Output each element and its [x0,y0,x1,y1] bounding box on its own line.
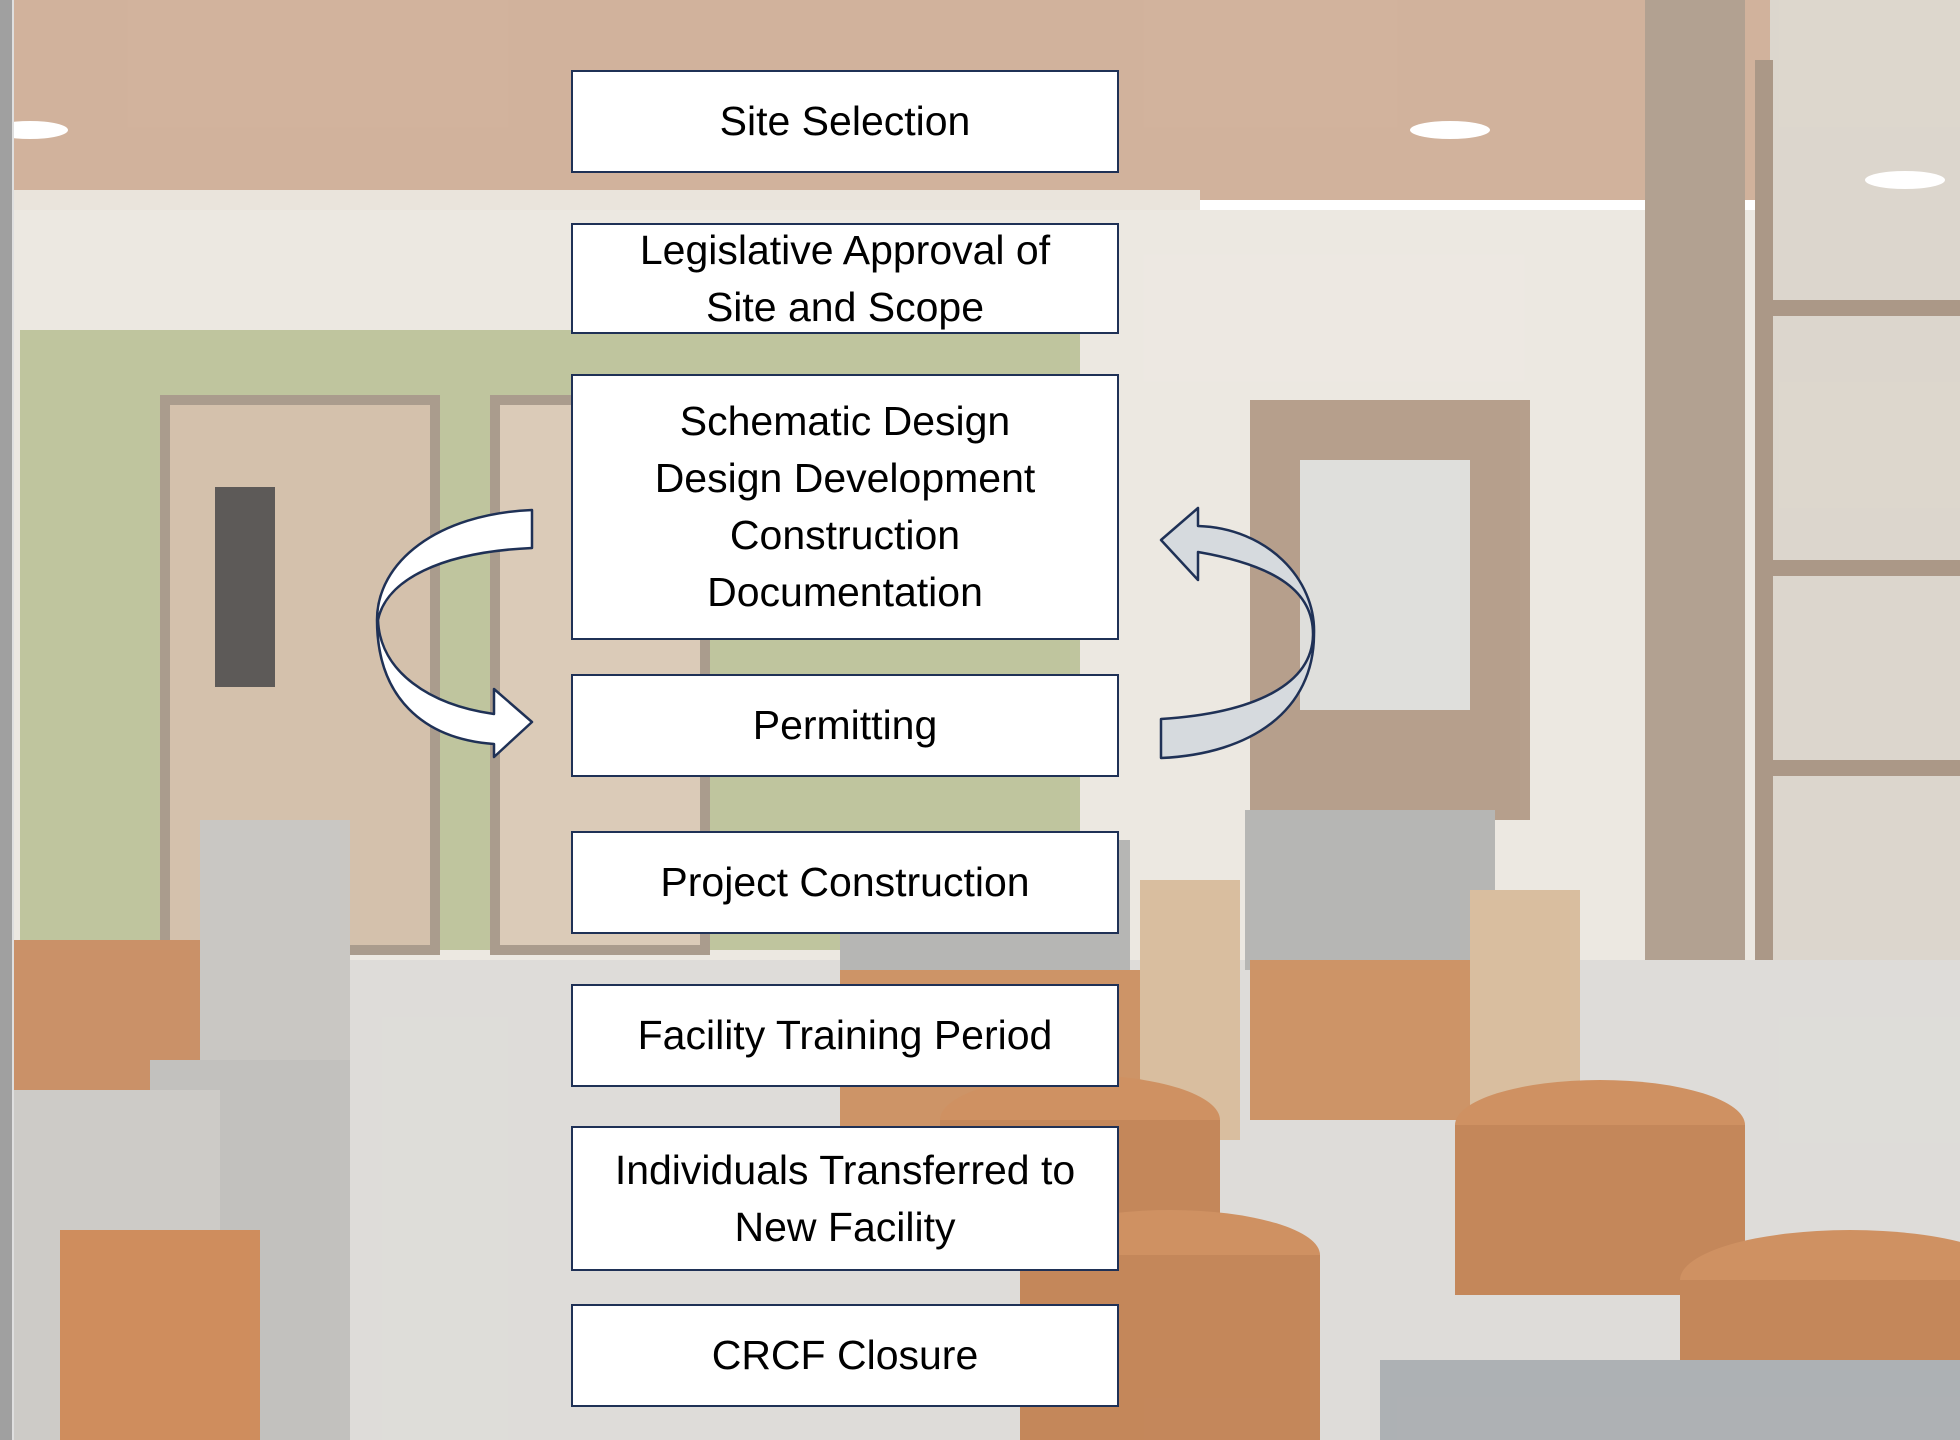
step-label: Legislative Approval of Site and Scope [639,226,1051,330]
step-project-construction: Project Construction [571,831,1119,934]
step-facility-training: Facility Training Period [571,984,1119,1087]
step-label: Facility Training Period [637,1012,1053,1058]
step-label: Permitting [752,702,938,748]
curved-arrow-up-left-icon [1159,506,1316,760]
step-legislative-approval: Legislative Approval of Site and Scope [571,223,1119,334]
left-edge-frame [0,0,14,1440]
step-individuals-transferred: Individuals Transferred to New Facility [571,1126,1119,1271]
step-design-documentation: Schematic Design Design Development Cons… [571,374,1119,640]
curved-arrow-down-right-icon [375,508,534,759]
step-label: Site Selection [719,98,971,144]
step-label: CRCF Closure [711,1332,979,1378]
step-site-selection: Site Selection [571,70,1119,173]
step-crcf-closure: CRCF Closure [571,1304,1119,1407]
step-permitting: Permitting [571,674,1119,777]
step-label: Project Construction [660,859,1030,905]
step-label: Individuals Transferred to New Facility [614,1146,1076,1250]
step-label: Schematic Design Design Development Cons… [654,398,1036,615]
